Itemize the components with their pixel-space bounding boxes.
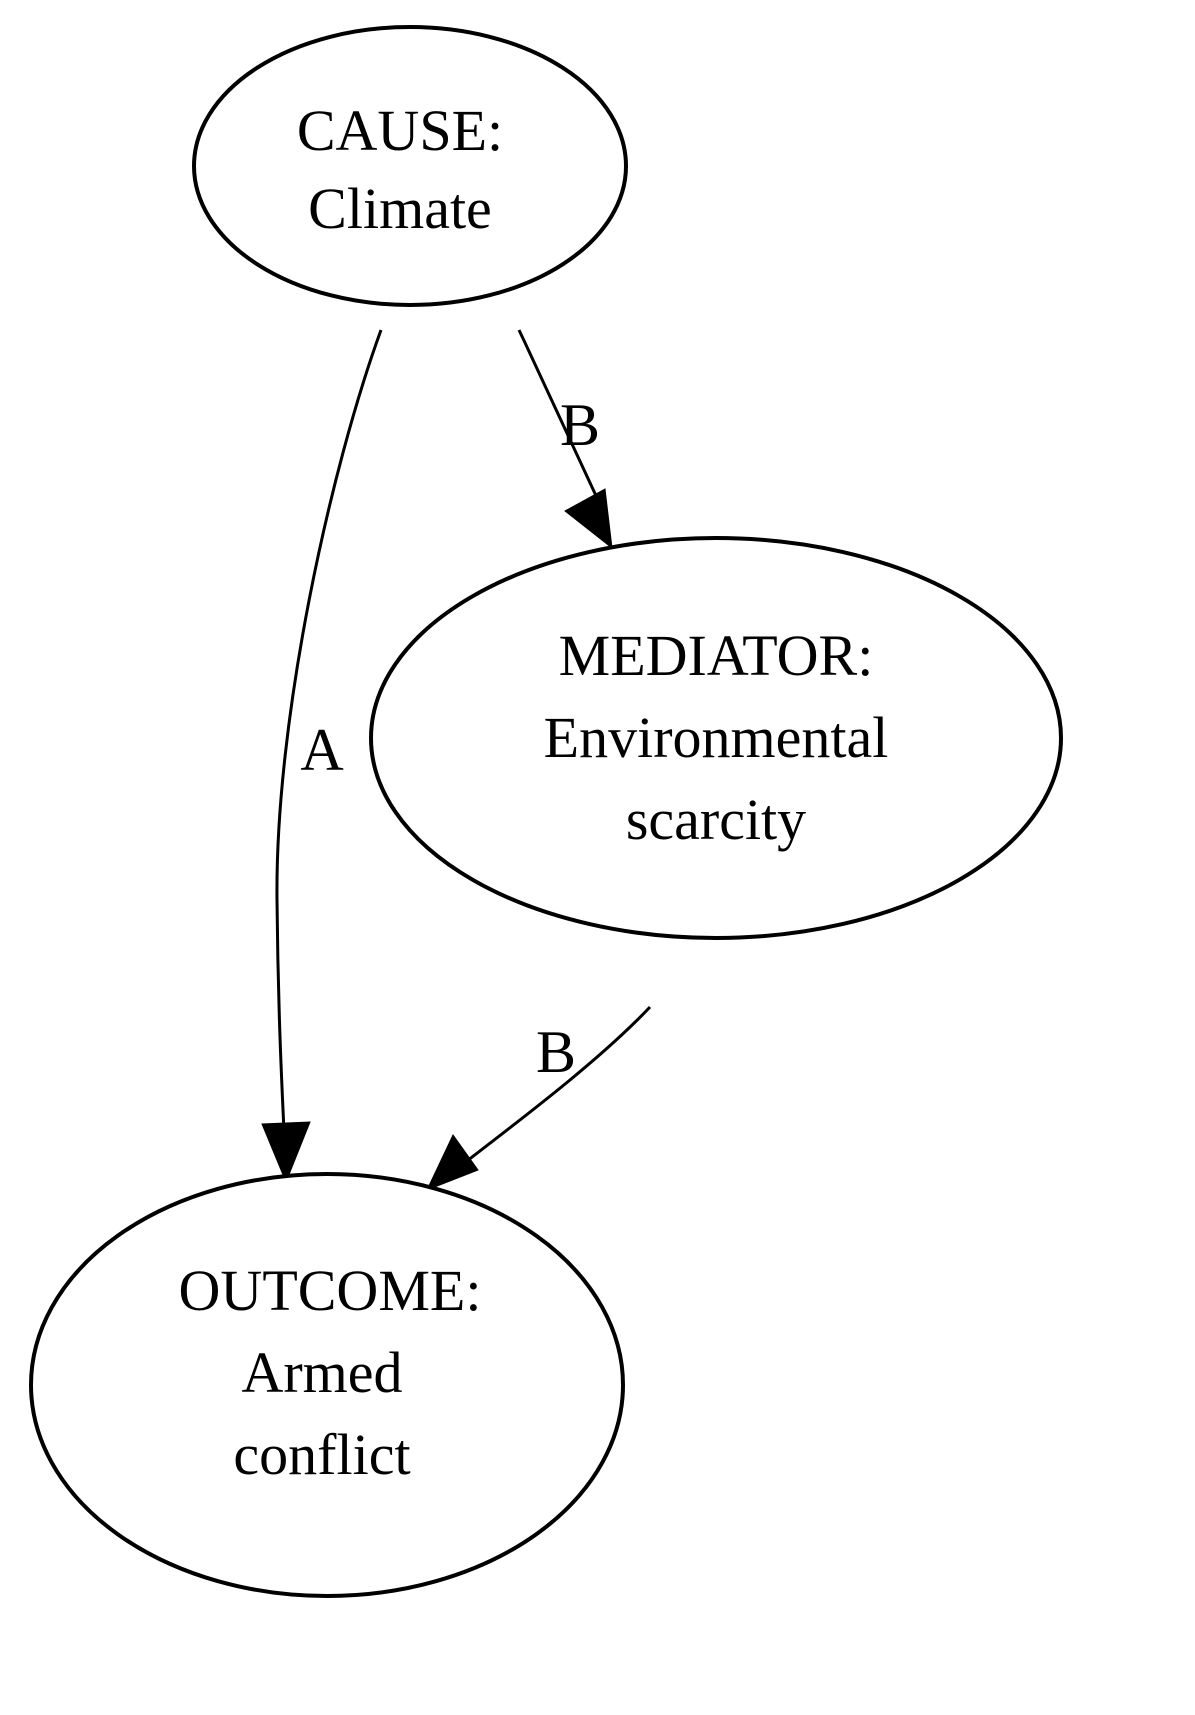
node-cause-ellipse[interactable] (192, 25, 628, 307)
edge-cause-outcome-line (275, 329, 383, 1153)
edge-label-b-upper: B (560, 392, 600, 458)
node-cause-name-label: Climate (308, 176, 492, 241)
node-outcome[interactable]: OUTCOME: Armed conflict (29, 1172, 625, 1598)
edge-mediator-outcome-line (462, 1005, 652, 1166)
edge-cause-outcome: A (261, 329, 383, 1184)
edge-cause-outcome-arrowhead (261, 1121, 311, 1184)
node-outcome-ellipse[interactable] (29, 1172, 625, 1598)
node-outcome-role-label: OUTCOME: (179, 1258, 482, 1323)
edge-label-b-lower: B (536, 1019, 576, 1085)
node-mediator-name-label-line2: scarcity (626, 787, 806, 852)
node-outcome-name-label-line1: Armed (241, 1340, 402, 1405)
edge-mediator-outcome-arrowhead (426, 1134, 479, 1191)
edge-cause-mediator-arrowhead (564, 488, 613, 550)
node-mediator[interactable]: MEDIATOR: Environmental scarcity (369, 536, 1063, 940)
node-cause[interactable]: CAUSE: Climate (192, 25, 628, 307)
edge-cause-mediator: B (517, 329, 613, 550)
node-cause-role-label: CAUSE: (297, 98, 503, 163)
node-mediator-role-label: MEDIATOR: (559, 623, 874, 688)
edge-cause-mediator-line (517, 329, 600, 501)
node-mediator-name-label-line1: Environmental (544, 705, 889, 770)
edge-label-a: A (300, 717, 343, 783)
node-outcome-name-label-line2: conflict (233, 1422, 410, 1487)
edge-mediator-outcome: B (426, 1005, 652, 1191)
node-mediator-ellipse[interactable] (369, 536, 1063, 940)
